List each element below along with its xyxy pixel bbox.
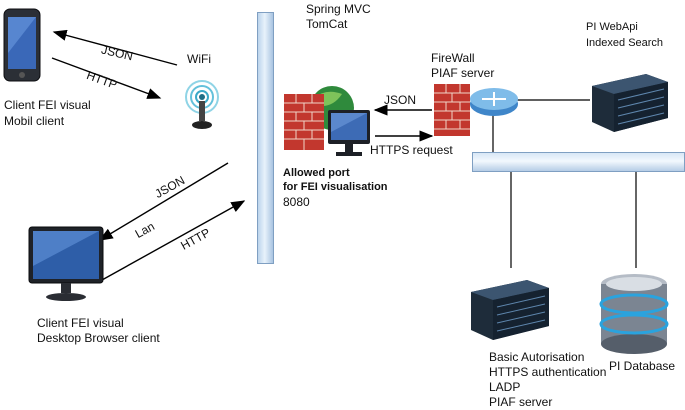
spring-mvc-label: Spring MVC — [306, 2, 371, 16]
pi-webapi-label: PI WebApi — [586, 21, 638, 33]
arrow-json-to-desktop — [98, 162, 229, 241]
mobile-client-sublabel: Mobil client — [4, 114, 65, 128]
desktop-monitor-icon — [28, 226, 104, 301]
arrow-json-to-mobile — [52, 29, 178, 66]
allowed-port-label: Allowed port — [283, 167, 350, 179]
desktop-client-sublabel: Desktop Browser client — [37, 331, 160, 345]
firewall-label: FireWall — [431, 51, 475, 65]
arrow-http-from-mobile — [51, 57, 162, 99]
wifi-antenna-icon — [185, 80, 219, 129]
tomcat-label: TomCat — [306, 17, 348, 31]
arrow-http-from-desktop — [101, 200, 246, 281]
https-auth-label: HTTPS authentication — [489, 365, 607, 379]
ladp-label: LADP — [489, 380, 521, 394]
database-icon — [599, 274, 669, 354]
json-firewall-label: JSON — [384, 93, 417, 107]
server-icon — [592, 74, 668, 132]
firewall-router-icon — [434, 84, 518, 136]
port-number-label: 8080 — [283, 195, 310, 209]
mobile-client-label: Client FEI visual — [4, 98, 91, 112]
piaf-server-bottom-label: PIAF server — [489, 395, 553, 409]
piaf-server-label: PIAF server — [431, 66, 495, 80]
wifi-label: WiFi — [187, 52, 211, 66]
https-request-label: HTTPS request — [370, 143, 453, 157]
firewall-globe-icon — [284, 86, 370, 156]
indexed-search-label: Indexed Search — [586, 37, 664, 49]
desktop-client-label: Client FEI visual — [37, 316, 124, 330]
basic-auth-label: Basic Autorisation — [489, 350, 585, 364]
server-icon — [471, 280, 549, 340]
spring-tomcat-bus — [257, 12, 274, 264]
smartphone-icon — [3, 8, 41, 82]
allowed-port-sublabel: for FEI visualisation — [283, 181, 388, 193]
pi-database-label: PI Database — [609, 359, 676, 373]
